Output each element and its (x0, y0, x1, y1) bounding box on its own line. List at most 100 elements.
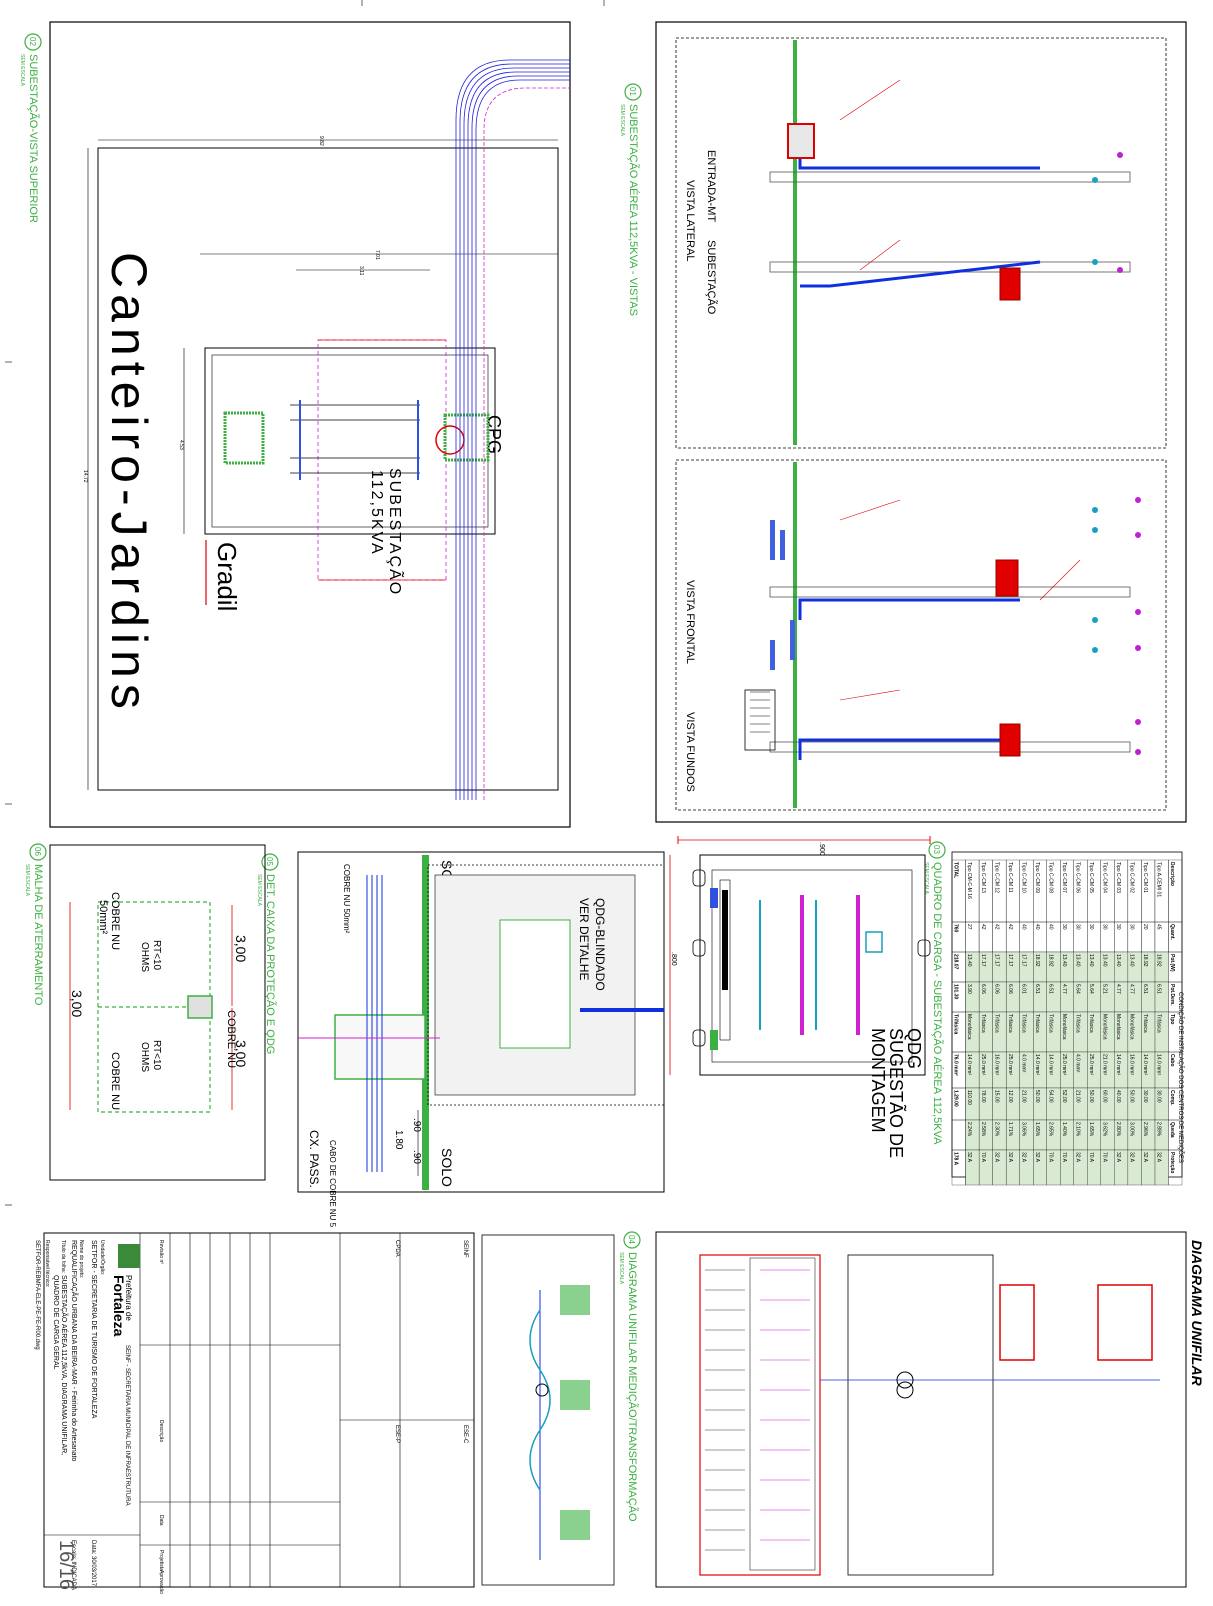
table-cell: Trifásica (1142, 1014, 1148, 1033)
table-cell: 14.0 mm² (1047, 1054, 1053, 1075)
caixa-cobre: COBRE NU 50mm² (342, 864, 351, 934)
scale: Escala: INDICADA (70, 1540, 76, 1590)
table-cell: 50.00 (1034, 1090, 1040, 1103)
table-cell: 16.0 mm² (1129, 1054, 1135, 1075)
table-cell: 14.0 mm² (966, 1054, 972, 1075)
load-table: CONDIÇÃO DE INSTALAÇÃO DOS CENTROS DE ME… (951, 851, 1184, 1186)
table-cell: 32 A (966, 1152, 972, 1163)
sub-label-2: 112,5KVA (368, 470, 385, 556)
table-cell: 50.00 (1088, 1090, 1094, 1103)
qdg-montage: .900 .800 QDG SUGESTÃO DE MONTAGEM (669, 836, 931, 1158)
table-cell: 3.62% (1102, 1122, 1108, 1137)
panel-01-views: 01 SUBESTAÇÃO AÉREA 112,5KVA - VISTAS SE… (619, 21, 1187, 823)
table-cell: 18.92 (1047, 954, 1053, 967)
panel-03-load-table: 03 QUADRO DE CARGA - SUBESTAÇÃO AÉREA 11… (923, 841, 1184, 1186)
table-cell: Trifásica (1088, 1014, 1094, 1033)
table-cell: 25.0 mm² (980, 1054, 986, 1075)
table-cell: 40 (1047, 924, 1053, 930)
sheet-title-2: QUADRO DE CARGA GERAL (52, 1275, 59, 1370)
table-cell: 60.00 (1102, 1090, 1108, 1103)
table-cell: 4.0 mm² (1074, 1054, 1080, 1073)
table-cell: Trifásica (993, 1014, 999, 1033)
table-cell: Tipo C-CM 03 (1115, 862, 1121, 893)
table-cell: Tipo C-CM 12 (993, 862, 999, 893)
caixa-qdg-blind: QDG-BLINDADO (593, 898, 607, 991)
table-total-cell: 76.0 mm² (953, 1054, 959, 1076)
table-cell: 1.65% (1034, 1122, 1040, 1137)
table-cell: 4.77 (1129, 984, 1135, 994)
table-cell: 1.65% (1088, 1122, 1094, 1137)
sheet-label: Título da folha: (60, 1240, 66, 1273)
table-cell: Tipo C-CM 01 (1142, 862, 1148, 893)
table-cell: 2.80% (1115, 1122, 1121, 1137)
table-cell: 40 (1034, 924, 1040, 930)
panel-06-scale: SEM ESCALA (24, 864, 30, 897)
caixa-cabo: CABO DE COBRE NU 5 (328, 1140, 337, 1228)
caixa-solo-bottom: SOLO (439, 1148, 455, 1187)
table-header-cell: Quant. (1169, 924, 1175, 940)
table-cell: 13.40 (1129, 954, 1135, 967)
table-cell: 4.77 (1115, 984, 1121, 994)
table-cell: 25.0 mm² (1007, 1054, 1013, 1075)
table-header-cell: Descrição (1169, 862, 1175, 886)
proj: REQUALIFICAÇÃO URBANA DA BEIRA-MAR - Fei… (70, 1240, 79, 1461)
table-cell: 70 A (1088, 1152, 1094, 1163)
table-cell: 2.89% (1156, 1122, 1162, 1137)
view-entrada: ENTRADA-MT (705, 150, 717, 222)
table-cell: 70 A (1061, 1152, 1067, 1163)
table-cell: 70 A (1102, 1152, 1108, 1163)
table-cell: Monofásica (1061, 1014, 1067, 1040)
malha-cobre-1: COBRE NU (109, 892, 121, 950)
gradil-label: Gradil (212, 542, 242, 611)
table-cell: 30 (1074, 924, 1080, 930)
table-cell: Trifásica (980, 1014, 986, 1033)
col-revisao: Revisão nº (158, 1240, 164, 1264)
view-subestacao: SUBESTAÇÃO (705, 240, 718, 315)
table-cell: 15.00 (993, 1090, 999, 1103)
ground-detail-box (481, 1234, 615, 1586)
table-total-cell: 101.30 (953, 984, 959, 1000)
table-cell: 21.00 (1020, 1090, 1026, 1103)
table-cell: 78.00 (980, 1090, 986, 1103)
table-cell: Tipo A-CEMI 01 (1156, 862, 1162, 897)
table-cell: Tipo C-CM 06 (1074, 862, 1080, 893)
table-cell: 32 A (1034, 1152, 1040, 1163)
caixa-dim-180: 1.80 (393, 1130, 404, 1150)
table-cell: 32 A (1020, 1152, 1026, 1163)
table-cell: 13.40 (1061, 954, 1067, 967)
table-cell: 1.40% (1061, 1122, 1067, 1137)
malha-dim-c: 3,00 (69, 990, 85, 1017)
table-cell: 6.06 (980, 984, 986, 994)
table-cell: 32 A (1007, 1152, 1013, 1163)
table-total-cell: 178 A (953, 1152, 959, 1166)
malha-mm-1: 50mm² (97, 900, 109, 935)
file: SETFOR-REBMFA-ELE-PE-FE-R00.dwg (34, 1240, 40, 1350)
caixa-ver-detalhe: VER DETALHE (577, 898, 591, 980)
malha-dim-a: 3,00 (233, 935, 249, 962)
table-cell: 18.92 (1034, 954, 1040, 967)
table-cell: 52.00 (1061, 1090, 1067, 1103)
table-cell: Trifásica (1047, 1014, 1053, 1033)
panel-05-box-detail: 05 DET. CAIXA DA PROTEÇÃO E QDG SEM ESCA… (256, 851, 665, 1228)
table-cell: 30.00 (1156, 1090, 1162, 1103)
org-1: Prefeitura de (124, 1275, 133, 1321)
panel-04-title: DIAGRAMA UNIFILAR MEDIÇÃO/TRANSFORMAÇÃO (626, 1252, 639, 1522)
table-cell: 14.0 mm² (1156, 1054, 1162, 1075)
table-cell: 16.0 mm² (993, 1054, 999, 1075)
table-cell: 2.10% (1074, 1122, 1080, 1137)
table-heading: CONDIÇÃO DE INSTALAÇÃO DOS CENTROS DE ME… (1177, 992, 1184, 1163)
panel-06-title: MALHA DE ATERRAMENTO (32, 864, 44, 1006)
view-fundos: VISTA FUNDOS (684, 712, 696, 792)
table-cell: 6.51 (1142, 984, 1148, 994)
qdg-title-1: QDG (904, 1028, 924, 1069)
table-cell: 6.06 (1007, 984, 1013, 994)
table-header-cell: Cabo (1169, 1054, 1175, 1067)
dim-14-72: 14.72 (82, 470, 88, 483)
table-total-cell: 218.07 (953, 954, 959, 970)
esep: ESE-P (394, 1425, 400, 1443)
table-cell: 32 A (993, 1152, 999, 1163)
table-cell: 30 (1088, 924, 1094, 930)
dim-4-53: 4.53 (178, 440, 184, 450)
resp-label: Responsável técnico: (44, 1240, 50, 1288)
table-cell: 6.06 (993, 984, 999, 994)
